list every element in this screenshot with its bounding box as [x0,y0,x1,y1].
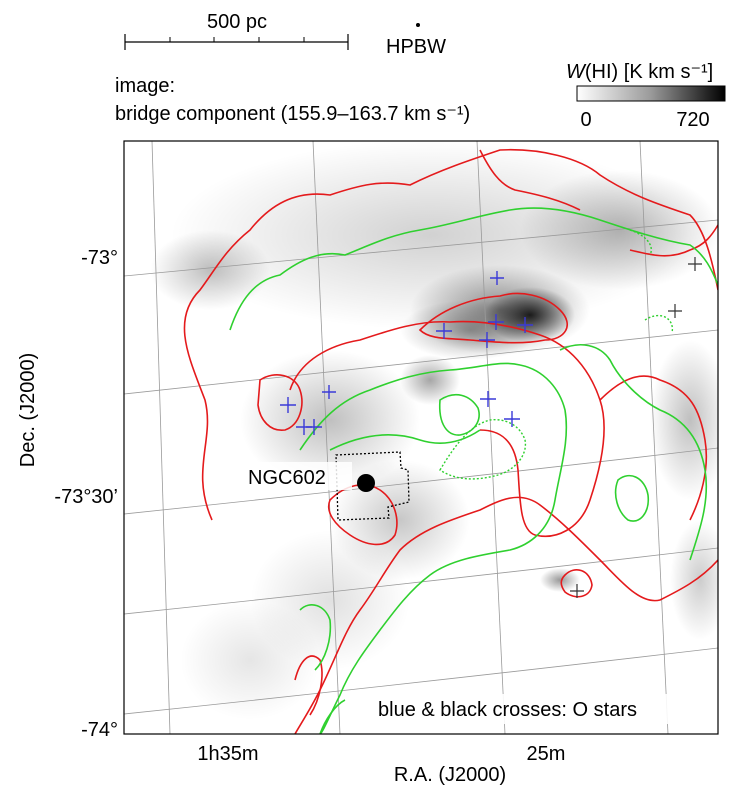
o-stars-black [570,257,702,598]
ytick-label-3: -74° [81,719,118,741]
plot-frame [123,140,719,735]
ngc602-marker [357,474,375,492]
colorbar-label: W(HI) [K km s⁻¹] [566,61,713,83]
red-contours [183,148,718,734]
beam-label: HPBW [386,36,446,58]
y-axis-label: Dec. (J2000) [17,353,39,468]
beam-marker: HPBW [386,23,446,58]
x-axis-label: R.A. (J2000) [394,764,506,786]
green-dotted-contours [439,229,674,480]
xtick-label-2: 25m [527,743,566,765]
green-contours [229,207,718,734]
o-stars-blue [280,271,533,435]
xtick-label-1: 1h35m [197,743,258,765]
legend-note: blue & black crosses: O stars [374,694,712,724]
scalebar: 500 pc [124,11,349,50]
colorbar-gradient [576,85,726,102]
legend-note-text: blue & black crosses: O stars [378,699,637,721]
caption-line-1: image: [115,75,175,97]
colorbar-min: 0 [580,109,591,131]
colorbar: W(HI) [K km s⁻¹] 0 720 [566,61,726,131]
scalebar-label: 500 pc [207,11,267,33]
ngc602-annotation: NGC602 [244,462,352,490]
colorbar-max: 720 [676,109,709,131]
plot-area [124,141,718,734]
ytick-label-1: -73° [81,247,118,269]
ngc602-label: NGC602 [248,467,326,489]
ngc602-region-box [335,451,410,521]
hi-emission-image [150,141,718,720]
caption-line-2: bridge component (155.9–163.7 km s⁻¹) [115,103,470,125]
ytick-label-2: -73°30’ [54,486,118,508]
